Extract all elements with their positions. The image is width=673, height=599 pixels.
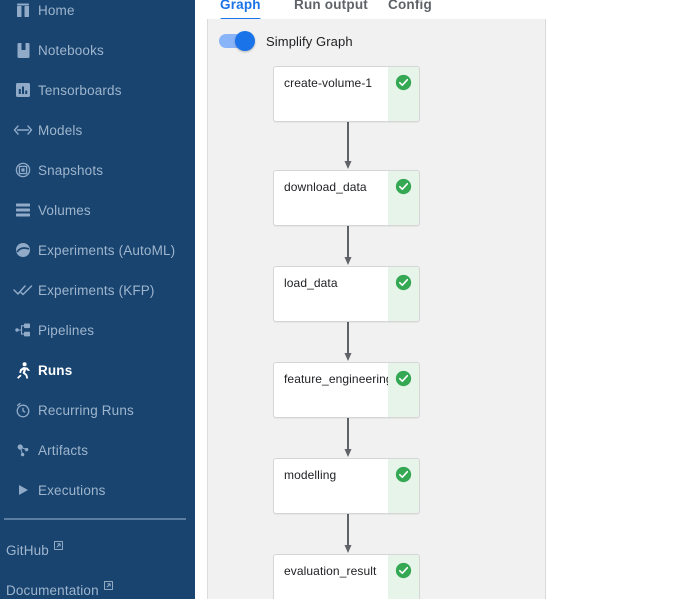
graph-node-label: modelling bbox=[284, 468, 337, 482]
sidebar-item-label: Executions bbox=[38, 482, 106, 498]
tab-bar: Graph Run output Config bbox=[195, 0, 673, 21]
sidebar-item-label: Runs bbox=[38, 362, 73, 378]
graph-node-label: feature_engineering bbox=[284, 372, 393, 386]
tab-graph[interactable]: Graph bbox=[220, 0, 261, 21]
experiment-icon bbox=[8, 240, 38, 260]
tab-run-output[interactable]: Run output bbox=[294, 0, 368, 19]
sidebar-item-label: Notebooks bbox=[38, 42, 104, 58]
sidebar-item-recurring-runs[interactable]: Recurring Runs bbox=[0, 390, 195, 430]
graph-connector bbox=[344, 122, 352, 170]
sidebar-item-label: Tensorboards bbox=[38, 82, 122, 98]
code-arrows-icon bbox=[8, 120, 38, 140]
sidebar-item-artifacts[interactable]: Artifacts bbox=[0, 430, 195, 470]
play-arrow-icon bbox=[8, 480, 38, 500]
node-status-succeeded bbox=[388, 67, 419, 121]
sidebar-link-label: Documentation bbox=[6, 583, 99, 598]
sidebar-item-tensorboards[interactable]: Tensorboards bbox=[0, 70, 195, 110]
toggle-knob bbox=[235, 31, 255, 51]
sidebar-item-label: Experiments (KFP) bbox=[38, 282, 155, 298]
graph-canvas[interactable]: create-volume-1 download_data bbox=[208, 19, 545, 599]
sidebar-item-label: Recurring Runs bbox=[38, 402, 134, 418]
graph-node[interactable]: evaluation_result bbox=[273, 554, 420, 599]
sidebar-item-label: Snapshots bbox=[38, 162, 104, 178]
sidebar-item-label: Artifacts bbox=[38, 442, 89, 458]
sidebar-link-github[interactable]: GitHub bbox=[6, 541, 63, 558]
graph-connector bbox=[344, 322, 352, 362]
tab-label: Graph bbox=[220, 0, 261, 12]
sidebar-item-label: Home bbox=[38, 2, 75, 18]
sidebar-item-volumes[interactable]: Volumes bbox=[0, 190, 195, 230]
external-link-icon bbox=[54, 541, 63, 550]
home-icon bbox=[8, 0, 38, 20]
node-status-succeeded bbox=[388, 363, 419, 417]
storage-icon bbox=[8, 200, 38, 220]
graph-connector bbox=[344, 514, 352, 554]
sidebar-link-documentation[interactable]: Documentation bbox=[6, 581, 113, 598]
external-link-icon bbox=[103, 581, 113, 590]
sidebar-item-executions[interactable]: Executions bbox=[0, 470, 195, 510]
sidebar-item-label: Pipelines bbox=[38, 322, 95, 338]
sidebar-link-label: GitHub bbox=[6, 543, 49, 558]
sidebar-item-experiments-automl[interactable]: Experiments (AutoML) bbox=[0, 230, 195, 270]
node-status-succeeded bbox=[388, 459, 419, 513]
sidebar-divider bbox=[4, 518, 186, 520]
node-status-succeeded bbox=[388, 171, 419, 225]
artifact-icon bbox=[8, 440, 38, 460]
graph-connector bbox=[344, 226, 352, 266]
sidebar-item-experiments-kfp[interactable]: Experiments (KFP) bbox=[0, 270, 195, 310]
graph-connector bbox=[344, 418, 352, 458]
alarm-clock-icon bbox=[8, 400, 38, 420]
node-status-succeeded bbox=[388, 267, 419, 321]
tab-config[interactable]: Config bbox=[388, 0, 432, 19]
simplify-graph-label: Simplify Graph bbox=[266, 33, 353, 49]
graph-node-label: load_data bbox=[284, 276, 338, 290]
sidebar-item-label: Volumes bbox=[38, 202, 91, 218]
simplify-graph-row: Simplify Graph bbox=[208, 29, 545, 53]
sidebar-item-home[interactable]: Home bbox=[0, 0, 195, 30]
graph-node-label: evaluation_result bbox=[284, 564, 377, 578]
graph-node[interactable]: download_data bbox=[273, 170, 420, 226]
sidebar-item-pipelines[interactable]: Pipelines bbox=[0, 310, 195, 350]
sidebar-item-label: Experiments (AutoML) bbox=[38, 242, 176, 258]
sidebar-item-runs[interactable]: Runs bbox=[0, 350, 195, 390]
sidebar-item-notebooks[interactable]: Notebooks bbox=[0, 30, 195, 70]
main-content: Graph Run output Config Simplify Graph bbox=[195, 0, 673, 599]
tab-label: Config bbox=[388, 0, 432, 12]
graph-node[interactable]: modelling bbox=[273, 458, 420, 514]
graph-node-label: download_data bbox=[284, 180, 367, 194]
graph-panel: Simplify Graph bbox=[207, 19, 546, 599]
graph-node-label: create-volume-1 bbox=[284, 76, 373, 90]
sidebar-nav-list: Home Notebooks bbox=[0, 0, 195, 510]
double-check-icon bbox=[8, 280, 38, 300]
bar-chart-icon bbox=[8, 80, 38, 100]
sidebar-item-label: Models bbox=[38, 122, 83, 138]
sidebar-item-snapshots[interactable]: Snapshots bbox=[0, 150, 195, 190]
pipeline-icon bbox=[8, 320, 38, 340]
snapshot-icon bbox=[8, 160, 38, 180]
sidebar-item-models[interactable]: Models bbox=[0, 110, 195, 150]
graph-node[interactable]: create-volume-1 bbox=[273, 66, 420, 122]
graph-node[interactable]: feature_engineering bbox=[273, 362, 420, 418]
graph-node[interactable]: load_data bbox=[273, 266, 420, 322]
runner-icon bbox=[8, 360, 38, 380]
sidebar: Home Notebooks bbox=[0, 0, 195, 599]
notebook-icon bbox=[8, 40, 38, 60]
tab-label: Run output bbox=[294, 0, 368, 12]
node-status-succeeded bbox=[388, 555, 419, 599]
simplify-graph-toggle[interactable] bbox=[219, 31, 255, 51]
